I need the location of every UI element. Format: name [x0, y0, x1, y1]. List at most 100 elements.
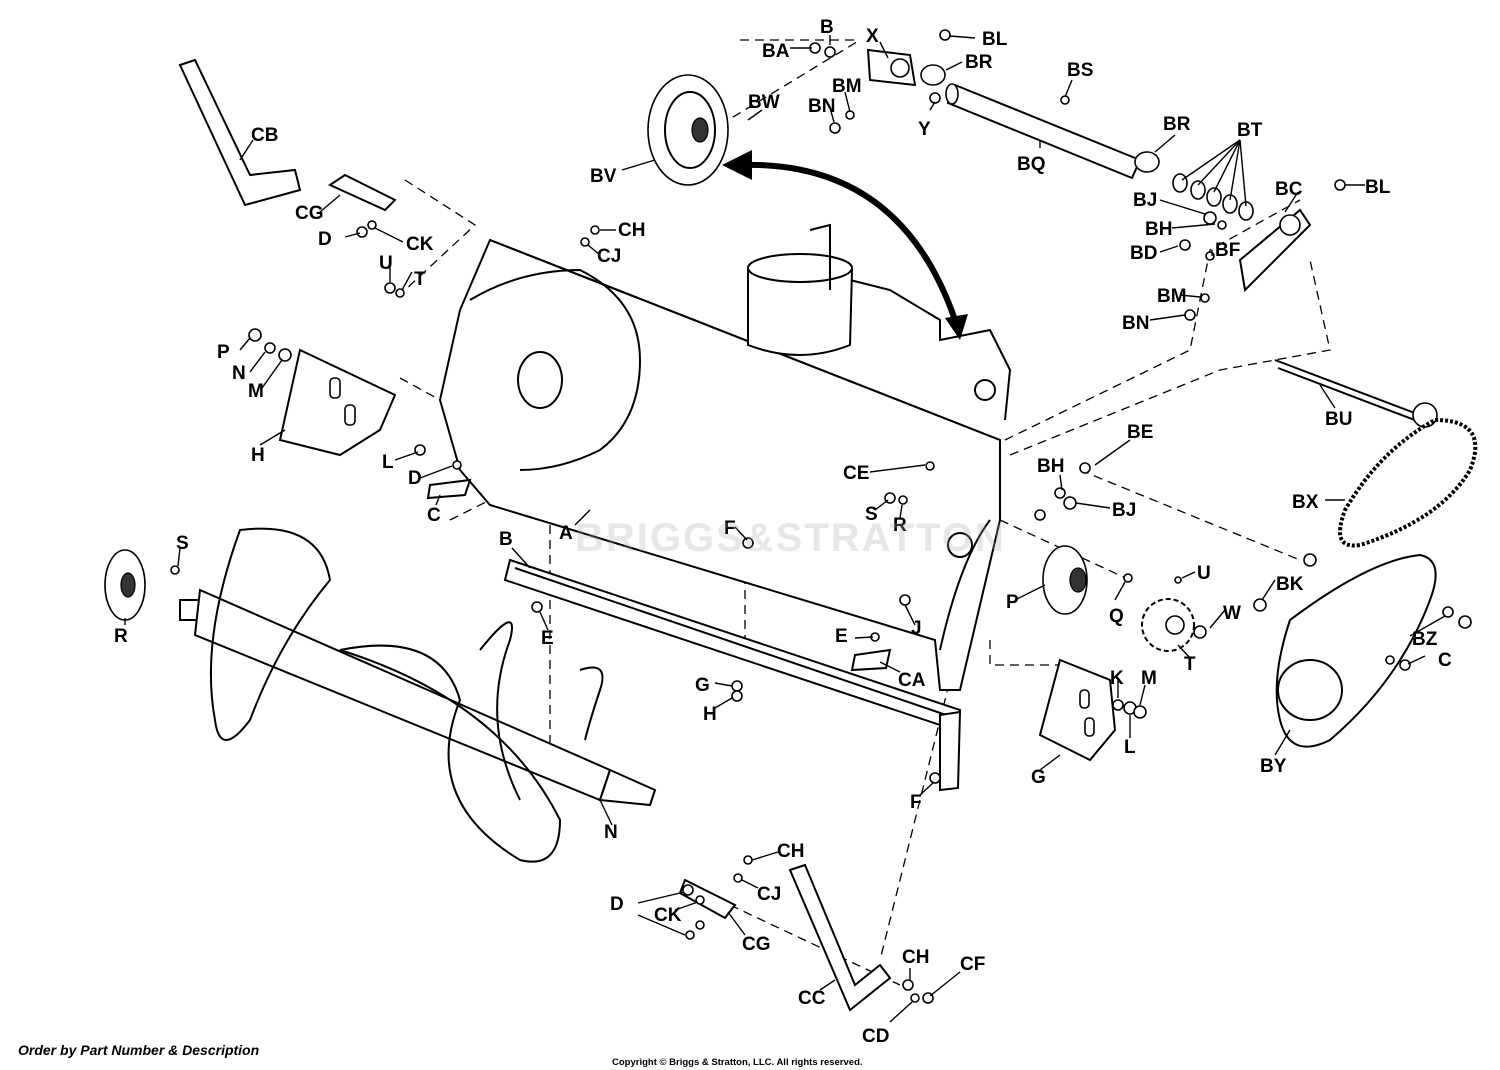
auger-housing: [438, 238, 1012, 691]
jackshaft: [945, 83, 1142, 180]
assembly-dashed-lines: [399, 39, 1331, 986]
order-note: Order by Part Number & Description: [18, 1042, 260, 1058]
mount-bracket-upper: [327, 173, 397, 212]
callout-f-text: F: [724, 518, 736, 539]
callout-bb: BA: [762, 41, 790, 62]
callout-m-right: K: [1110, 668, 1124, 689]
callout-cg-lower: CH: [777, 841, 804, 862]
callout-bx: BY: [1260, 756, 1287, 777]
callout-cf-upper: CG: [295, 203, 324, 224]
callout-e-left-text: E: [541, 628, 554, 649]
shaft-bearings: [920, 64, 1160, 173]
callout-j: G: [1031, 767, 1046, 788]
callout-r-right: P: [1006, 592, 1019, 613]
callout-n-left-text: N: [232, 363, 246, 384]
sprocket: [1141, 598, 1195, 652]
callout-e-right: F: [910, 792, 922, 813]
callout-bh-top: BJ: [1133, 190, 1157, 211]
callout-bh: BJ: [1112, 500, 1136, 521]
callout-t-left-text: T: [414, 269, 426, 290]
callout-d-left-text: D: [408, 468, 422, 489]
callout-q: N: [604, 822, 618, 843]
callout-bm-top: BN: [808, 96, 835, 117]
callout-bj: BK: [1276, 574, 1304, 595]
callout-bl-top: BM: [832, 76, 862, 97]
callout-u-left-text: U: [379, 253, 393, 274]
callout-bu: BV: [590, 166, 617, 187]
discharge-chute: [747, 223, 854, 356]
callout-cc: CE: [843, 463, 869, 484]
callout-ck-upper: D: [318, 229, 332, 250]
callout-c-left-text: C: [427, 505, 441, 526]
rotation-arrow: [722, 150, 968, 340]
callout-l-right: J: [911, 618, 922, 639]
callout-h-text: H: [703, 704, 717, 725]
callout-bv: BW: [748, 92, 780, 113]
callout-z: Y: [918, 119, 931, 140]
callout-y: X: [866, 26, 879, 47]
callout-cf-lower: CG: [742, 934, 771, 955]
callout-l-left-text: L: [382, 452, 394, 473]
callout-k: H: [251, 445, 265, 466]
callout-ch-upper: CJ: [597, 246, 621, 267]
handle-upper: [178, 58, 302, 207]
spacer-washers: [1172, 173, 1254, 221]
callout-cg-handle: CH: [902, 947, 929, 968]
callout-s-left-text: S: [176, 533, 189, 554]
callout-u-right: S: [865, 504, 878, 525]
callout-cb: CC: [798, 988, 826, 1009]
pulley: [647, 74, 729, 186]
callout-bf: BF: [1215, 240, 1240, 261]
callout-g-text: G: [695, 675, 710, 696]
callout-x: W: [1223, 603, 1241, 624]
auger: [179, 527, 657, 863]
callout-s-right: Q: [1109, 606, 1124, 627]
callout-m-left-text: M: [248, 381, 264, 402]
callout-b-text: B: [499, 529, 513, 550]
callout-cj-lower: CK: [654, 905, 682, 926]
callout-bg: BH: [1037, 456, 1064, 477]
clamp-plates: [426, 478, 892, 672]
callout-bw: BX: [1292, 492, 1319, 513]
callout-bq-top: BR: [965, 52, 993, 73]
callout-ba: B: [820, 17, 834, 38]
copyright-notice: Copyright © Briggs & Stratton, LLC. All …: [612, 1057, 863, 1068]
callout-cj-upper: CK: [406, 234, 434, 255]
handle-lower: [788, 863, 892, 1012]
callout-bz: C: [1438, 650, 1452, 671]
callout-br: BS: [1067, 60, 1093, 81]
scraper-bar: [503, 558, 962, 792]
callout-bk-top: BL: [982, 29, 1008, 50]
callout-bl: BM: [1157, 286, 1187, 307]
callout-c-right: CA: [898, 670, 926, 691]
callout-bg-top: BH: [1145, 219, 1172, 240]
watermark: BRIGGS&STRATTON: [575, 516, 1006, 560]
callout-bk: BL: [1365, 177, 1391, 198]
skid-shoe-left: [278, 348, 397, 457]
callout-cd: CD: [862, 1026, 889, 1047]
bearing-left: [104, 549, 146, 621]
chain-guard: [1275, 553, 1437, 748]
callout-labels: B BA X BL BR BM BN Y BW BV BS B Q BR BT B…: [114, 17, 1452, 1047]
callout-a: A: [559, 523, 573, 544]
callout-p-left-text: P: [217, 342, 230, 363]
bearing-right: [1042, 545, 1088, 615]
callout-by: BZ: [1412, 629, 1438, 650]
callout-r-left-text: R: [114, 626, 128, 647]
callout-bm: BN: [1122, 313, 1149, 334]
callout-bd: BD: [1130, 243, 1157, 264]
bearing-plate: [1238, 208, 1312, 293]
callout-bt: BU: [1325, 409, 1352, 430]
callout-bc: BC: [1275, 179, 1303, 200]
drive-chain: [1338, 417, 1478, 548]
bearing-bracket: [866, 48, 917, 87]
callout-v: T: [1184, 654, 1196, 675]
leader-lines: [124, 35, 1446, 1023]
callout-n-right: L: [1124, 737, 1136, 758]
callout-bs: BT: [1237, 120, 1263, 141]
hardware-fasteners: [170, 29, 1472, 1004]
callout-bq: BR: [1163, 114, 1191, 135]
callout-w: U: [1197, 563, 1211, 584]
